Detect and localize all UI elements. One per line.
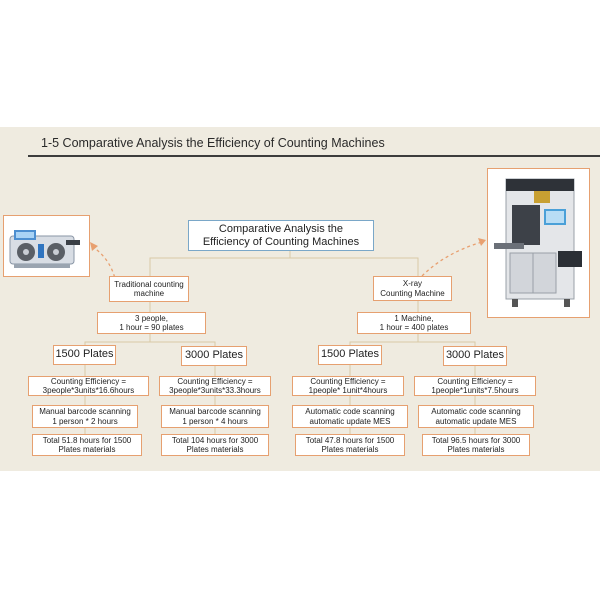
- left-1500-plates-box: 1500 Plates: [53, 345, 116, 365]
- traditional-rate-box: 3 people, 1 hour = 90 plates: [97, 312, 206, 334]
- arrow-to-right-image: [421, 241, 483, 277]
- arrowhead-right: [478, 238, 486, 246]
- right-1500-total-box: Total 47.8 hours for 1500 Plates materia…: [295, 434, 405, 456]
- slide-title: 1-5 Comparative Analysis the Efficiency …: [41, 136, 385, 150]
- connector-right-split: [349, 333, 476, 346]
- right-1500-efficiency-box: Counting Efficiency = 1people* 1unit*4ho…: [292, 376, 404, 396]
- x-ray-machine-box: X-ray Counting Machine: [373, 276, 452, 301]
- title-underline: [28, 155, 600, 157]
- right-3000-plates-box: 3000 Plates: [443, 346, 507, 366]
- left-1500-method-box: Manual barcode scanning 1 person * 2 hou…: [32, 405, 138, 428]
- right-3000-method-box: Automatic code scanning automatic update…: [418, 405, 534, 428]
- connector-center-left: [149, 250, 291, 283]
- arrowhead-left: [90, 242, 98, 251]
- traditional-counting-machine-image: [3, 215, 90, 277]
- x-ray-rate-box: 1 Machine, 1 hour = 400 plates: [357, 312, 471, 334]
- right-1500-plates-box: 1500 Plates: [318, 345, 382, 365]
- left-3000-method-box: Manual barcode scanning 1 person * 4 hou…: [161, 405, 269, 428]
- left-3000-plates-box: 3000 Plates: [181, 346, 247, 366]
- right-3000-efficiency-box: Counting Efficiency = 1people*1units*7.5…: [414, 376, 536, 396]
- connector-left-split: [84, 333, 216, 346]
- left-1500-efficiency-box: Counting Efficiency = 3people*3units*16.…: [28, 376, 149, 396]
- traditional-machine-box: Traditional counting machine: [109, 276, 189, 302]
- left-3000-efficiency-box: Counting Efficiency = 3people*3units*33.…: [159, 376, 271, 396]
- right-3000-total-box: Total 96.5 hours for 3000 Plates materia…: [422, 434, 530, 456]
- central-topic-box: Comparative Analysis the Efficiency of C…: [188, 220, 374, 251]
- left-3000-total-box: Total 104 hours for 3000 Plates material…: [161, 434, 269, 456]
- connector-center-right: [290, 257, 419, 276]
- right-1500-method-box: Automatic code scanning automatic update…: [292, 405, 408, 428]
- x-ray-counting-machine-image: [487, 168, 590, 318]
- left-1500-total-box: Total 51.8 hours for 1500 Plates materia…: [32, 434, 142, 456]
